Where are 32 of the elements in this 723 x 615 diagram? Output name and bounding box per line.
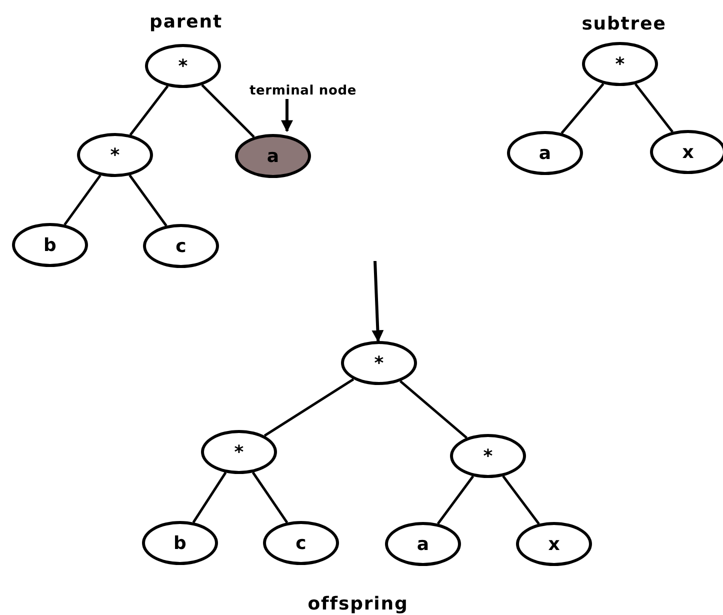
tree-node: a [507, 131, 583, 175]
tree-node: * [450, 434, 526, 478]
arrow [372, 260, 384, 342]
tree-node: * [77, 133, 153, 177]
tree-node: a [385, 522, 461, 566]
tree-branch [128, 174, 168, 226]
tree-node: * [582, 42, 658, 86]
tree-branch [192, 472, 227, 524]
tree-node: b [142, 521, 218, 565]
tree-node: x [516, 522, 592, 566]
tree-node: x [650, 130, 723, 174]
tree-branch [560, 82, 604, 134]
tree-branch [264, 378, 354, 437]
tree-title: parent [150, 10, 222, 34]
tree-branch [252, 472, 288, 524]
tree-node: b [12, 223, 88, 267]
tree-node: c [143, 224, 219, 268]
tree-branch [201, 84, 255, 138]
tree-branch [502, 475, 540, 525]
highlighted-tree-node: a [235, 134, 311, 178]
tree-branch [129, 85, 169, 136]
tree-branch [436, 475, 474, 525]
tree-node: * [145, 44, 221, 88]
tree-node: c [263, 521, 339, 565]
tree-title: subtree [582, 12, 666, 36]
tree-title: offspring [308, 592, 408, 615]
tree-branch [64, 174, 102, 226]
tree-node: * [201, 430, 277, 474]
arrow [281, 99, 293, 132]
tree-node: * [341, 341, 417, 385]
tree-branch [634, 83, 674, 133]
annotation-text: terminal node [250, 81, 356, 101]
